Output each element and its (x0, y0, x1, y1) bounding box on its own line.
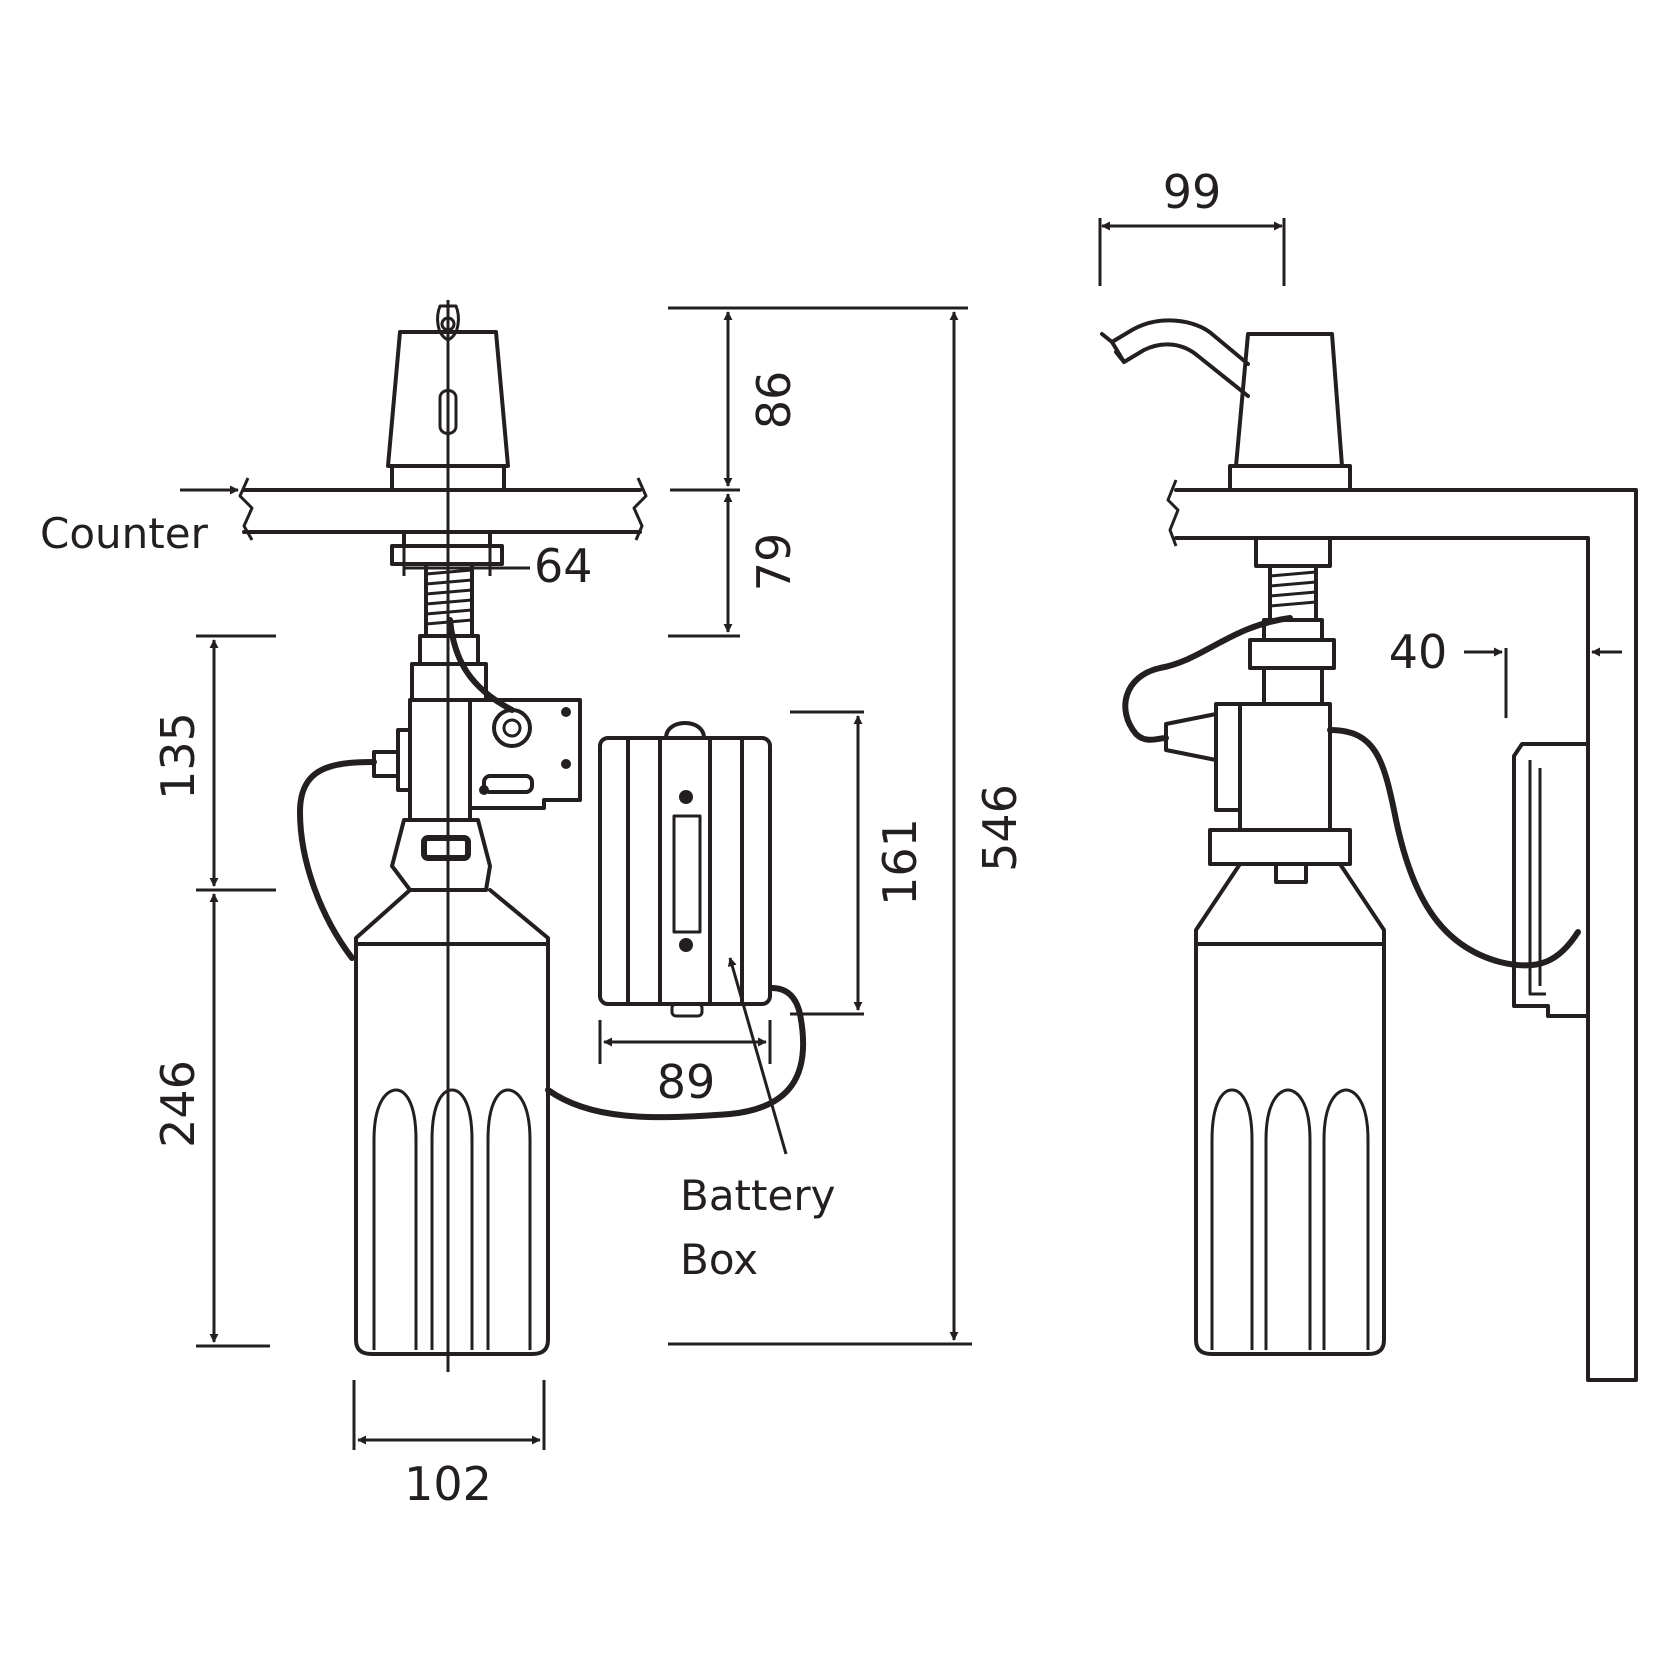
counter-label: Counter (40, 509, 209, 558)
dispenser-head-front (386, 304, 510, 492)
pump-head-side (1100, 318, 1352, 492)
bottle-front (354, 888, 550, 1356)
dim-label-102: 102 (404, 1457, 492, 1511)
dim-label-135: 135 (151, 712, 205, 800)
valve-body-side (1164, 702, 1352, 884)
shank-side (1248, 536, 1336, 706)
dim-label-79: 79 (747, 533, 801, 592)
battery-box-label-line1: Battery (680, 1171, 835, 1220)
bottle-side (1194, 862, 1386, 1356)
dimension-lines (180, 218, 1622, 1450)
sensor-bracket-front (468, 698, 582, 810)
callout-labels: Counter Battery Box (40, 509, 835, 1284)
dim-label-40: 40 (1389, 625, 1448, 679)
battery-box-label-line2: Box (680, 1235, 758, 1284)
dim-label-64: 64 (534, 539, 593, 593)
dim-label-161: 161 (873, 818, 927, 906)
dim-label-89: 89 (657, 1055, 716, 1109)
cables-side (1122, 615, 1581, 969)
dim-label-246: 246 (151, 1060, 205, 1148)
dim-label-99: 99 (1163, 165, 1222, 219)
counter-and-wall-side (1166, 479, 1638, 1382)
side-view (1100, 318, 1638, 1382)
dim-label-86: 86 (747, 371, 801, 430)
front-view (238, 300, 807, 1372)
valve-body-front (372, 698, 492, 892)
battery-box-front (598, 721, 772, 1018)
counter-slab-front (238, 477, 648, 541)
battery-box-side (1512, 742, 1590, 1018)
dim-label-546: 546 (973, 784, 1027, 872)
dimension-labels: 99 86 79 64 135 246 161 546 89 102 40 (151, 165, 1447, 1511)
